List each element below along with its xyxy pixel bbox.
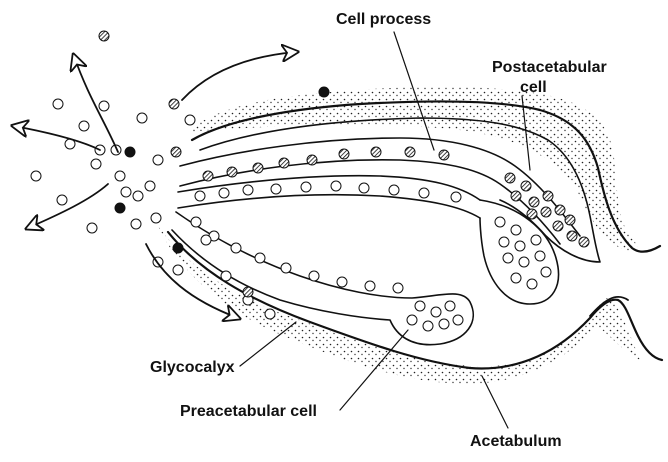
light-granule xyxy=(219,188,229,198)
dark-granule xyxy=(567,231,577,241)
light-granule xyxy=(115,171,125,181)
light-granule xyxy=(53,99,63,109)
label-preacetabular: Preacetabular cell xyxy=(180,403,317,420)
light-granule xyxy=(541,267,551,277)
dark-granule xyxy=(565,215,575,225)
light-granule xyxy=(185,115,195,125)
light-granule xyxy=(153,155,163,165)
label-glycocalyx: Glycocalyx xyxy=(150,359,235,376)
dark-granule xyxy=(307,155,317,165)
label-postacetabular-line2: cell xyxy=(520,79,547,96)
leader-acetabulum xyxy=(482,376,508,428)
light-granule xyxy=(527,279,537,289)
light-granule xyxy=(265,309,275,319)
light-granule xyxy=(439,319,449,329)
label-cell-process: Cell process xyxy=(336,11,431,28)
light-granule xyxy=(415,301,425,311)
dark-granule xyxy=(279,158,289,168)
light-granule xyxy=(431,307,441,317)
light-granule xyxy=(389,185,399,195)
light-granule xyxy=(531,235,541,245)
light-granule xyxy=(309,271,319,281)
secretion-arrow-icon xyxy=(28,184,108,228)
dark-granule xyxy=(543,191,553,201)
light-granule xyxy=(131,219,141,229)
dark-granule xyxy=(173,243,183,253)
dark-granule xyxy=(227,167,237,177)
dark-granule xyxy=(169,99,179,109)
dark-granule xyxy=(527,209,537,219)
light-granule xyxy=(301,182,311,192)
light-granule xyxy=(499,237,509,247)
dark-granule xyxy=(511,191,521,201)
dark-granule xyxy=(555,205,565,215)
light-granule xyxy=(359,183,369,193)
dark-granule xyxy=(521,181,531,191)
light-granule xyxy=(231,243,241,253)
light-granule xyxy=(195,191,205,201)
light-granule xyxy=(423,321,433,331)
light-granule xyxy=(519,257,529,267)
dark-granule xyxy=(405,147,415,157)
light-granule xyxy=(365,281,375,291)
dark-granule xyxy=(371,147,381,157)
light-granule xyxy=(173,265,183,275)
dark-granule xyxy=(203,171,213,181)
light-granule xyxy=(191,217,201,227)
light-granule xyxy=(337,277,347,287)
dark-granule xyxy=(339,149,349,159)
light-granule xyxy=(151,213,161,223)
label-postacetabular-line1: Postacetabular xyxy=(492,59,607,76)
light-granule xyxy=(445,301,455,311)
dark-granule xyxy=(99,31,109,41)
dark-granule xyxy=(115,203,125,213)
light-granule xyxy=(453,315,463,325)
dark-granule xyxy=(579,237,589,247)
dark-granule xyxy=(243,287,253,297)
light-granule xyxy=(407,315,417,325)
light-granule xyxy=(503,253,513,263)
light-granule xyxy=(243,185,253,195)
light-granule xyxy=(511,225,521,235)
secretion-arrow-icon xyxy=(182,52,296,100)
light-granule xyxy=(393,283,403,293)
label-acetabulum: Acetabulum xyxy=(470,433,562,450)
light-granule xyxy=(515,241,525,251)
light-granule xyxy=(87,223,97,233)
light-granule xyxy=(511,273,521,283)
dark-granule xyxy=(505,173,515,183)
light-granule xyxy=(221,271,231,281)
light-granule xyxy=(495,217,505,227)
light-granule xyxy=(91,159,101,169)
light-granule xyxy=(331,181,341,191)
light-granule xyxy=(79,121,89,131)
light-granule xyxy=(281,263,291,273)
light-granule xyxy=(57,195,67,205)
light-granule xyxy=(121,187,131,197)
dark-granule xyxy=(171,147,181,157)
light-granule xyxy=(145,181,155,191)
light-granule xyxy=(133,191,143,201)
dark-granule xyxy=(541,207,551,217)
light-granule xyxy=(419,188,429,198)
light-granule xyxy=(201,235,211,245)
light-granule xyxy=(451,192,461,202)
light-granule xyxy=(271,184,281,194)
dark-granule xyxy=(319,87,329,97)
granules xyxy=(31,31,589,331)
dark-granule xyxy=(253,163,263,173)
dark-granule xyxy=(553,221,563,231)
light-granule xyxy=(31,171,41,181)
light-granule xyxy=(255,253,265,263)
dark-granule xyxy=(529,197,539,207)
secretion-arrow-icon xyxy=(74,56,118,152)
dark-granule xyxy=(439,150,449,160)
light-granule xyxy=(99,101,109,111)
light-granule xyxy=(535,251,545,261)
dark-granule xyxy=(125,147,135,157)
light-granule xyxy=(137,113,147,123)
